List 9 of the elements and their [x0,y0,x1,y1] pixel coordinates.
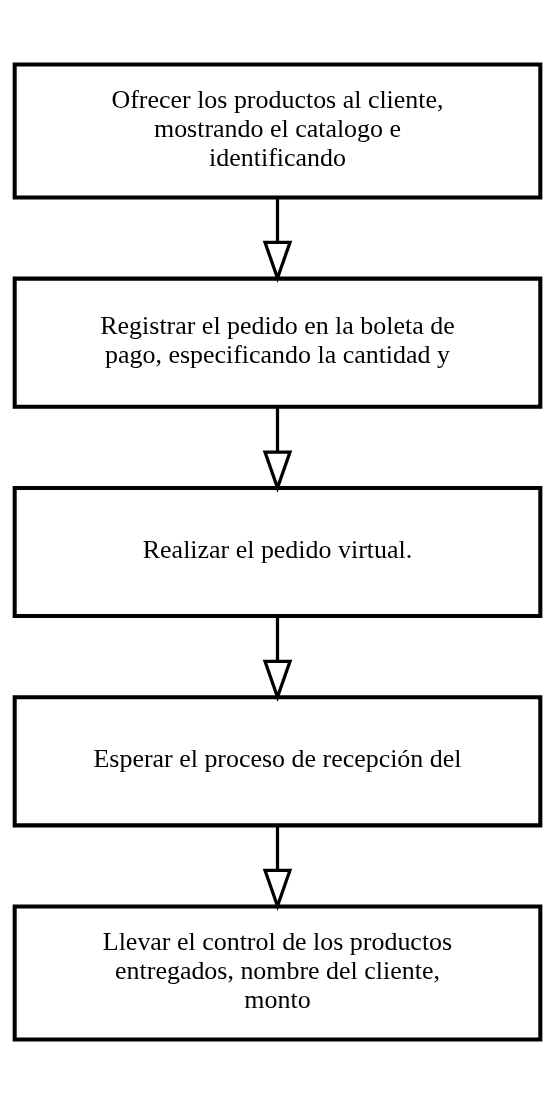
node-box: Ofrecer los productos al cliente, mostrando el catalogo e identificando [12,62,543,200]
node-box: Esperar el proceso de recepción del [12,695,543,828]
node-box: Realizar el pedido virtual. [12,485,543,619]
arrow [262,616,293,702]
arrow [262,407,293,493]
arrow [262,825,293,911]
node-box: Registrar el pedido en la boleta de pago, especificando la cantidad y [12,276,543,409]
arrow [262,198,293,283]
node-box: Llevar el control de los productos entregados, nombre del cliente, monto [12,904,543,1042]
